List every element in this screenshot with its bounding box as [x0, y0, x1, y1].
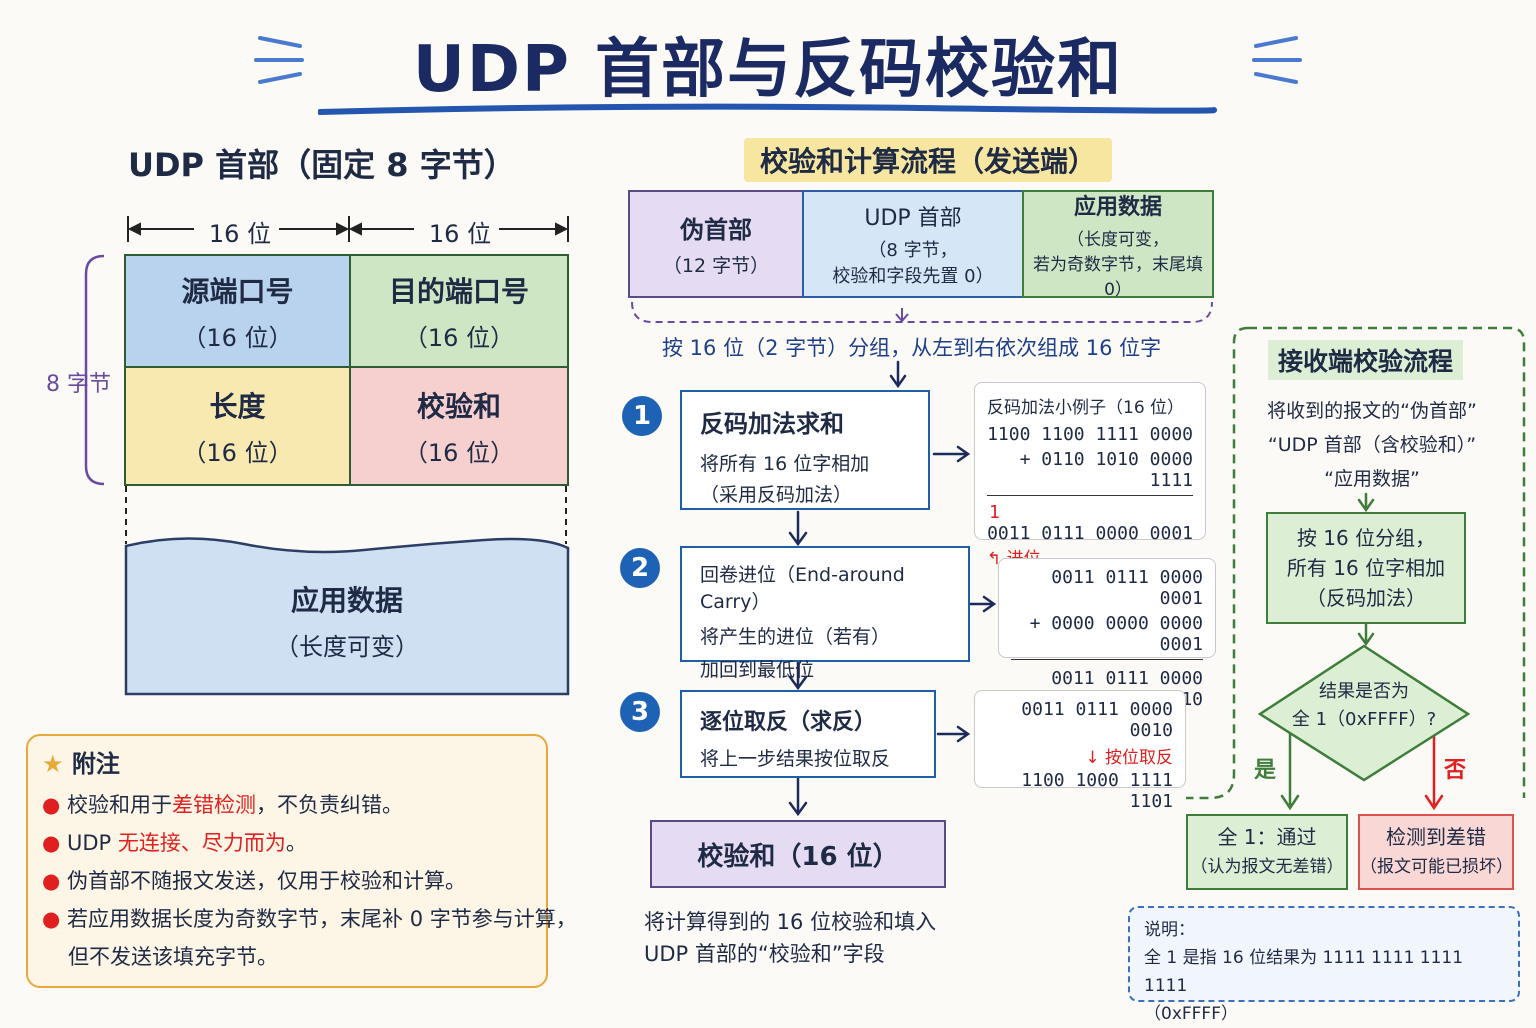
bullet-icon: ●: [42, 831, 61, 855]
checksum-result-box: 校验和（16 位）: [650, 820, 946, 888]
field-checksum: 校验和 （16 位）: [349, 366, 569, 486]
receiver-description: 将收到的报文的“伪首部” “UDP 首部（含校验和）” “应用数据”: [1267, 400, 1477, 490]
step-3-box: 逐位取反（求反） 将上一步结果按位取反: [680, 690, 936, 778]
field-size: （16 位）: [182, 323, 293, 352]
step-number-1: 1: [622, 396, 662, 436]
page-title: UDP 首部与反码校验和: [412, 33, 1124, 107]
note-item: ● 若应用数据长度为奇数字节，末尾补 0 字节参与计算，: [42, 907, 577, 931]
flow-title: 校验和计算流程（发送端）: [744, 138, 1113, 182]
group-brace: [631, 301, 1213, 323]
note-item: ● 校验和用于差错检测，不负责纠错。: [42, 793, 404, 817]
field-size: （长度可变）: [275, 632, 419, 661]
notes-panel: [26, 734, 548, 988]
title-deco-right: [1252, 36, 1302, 84]
step-2-box: 回卷进位（End-around Carry） 将产生的进位（若有） 加回到最低位: [680, 546, 970, 681]
field-name: 目的端口号: [388, 274, 529, 308]
width-label-left: 16 位: [208, 220, 272, 248]
explain-title: 说明：: [1144, 920, 1195, 940]
star-icon: ★: [42, 750, 64, 778]
receiver-title: 接收端校验流程: [1268, 340, 1464, 380]
step-number-2: 2: [620, 548, 660, 588]
field-name: 校验和: [416, 389, 501, 423]
example-2: 0011 0111 0000 0001 + 0000 0000 0000 000…: [998, 558, 1216, 710]
title-underline: [318, 103, 1218, 115]
decision-no-label: 否: [1444, 758, 1467, 783]
receiver-sum-box: 按 16 位分组， 所有 16 位字相加 （反码加法）: [1266, 512, 1466, 624]
group-label: 按 16 位（2 字节）分组，从左到右依次组成 16 位字: [662, 336, 1162, 360]
explain-line-2: （0xFFFF）: [1144, 1004, 1238, 1024]
step-1-box: 反码加法求和 将所有 16 位字相加 （采用反码加法）: [680, 390, 930, 510]
result-note-2: UDP 首部的“校验和”字段: [644, 942, 885, 966]
notes-title: 附注: [71, 750, 120, 778]
height-label: 8 字节: [46, 372, 111, 397]
field-length: 长度 （16 位）: [124, 366, 351, 486]
width-label-right: 16 位: [428, 220, 492, 248]
note-item: ● 伪首部不随报文发送，仅用于校验和计算。: [42, 869, 467, 893]
fail-box: 检测到差错 （报文可能已损坏）: [1358, 814, 1514, 890]
explain-line-1: 全 1 是指 16 位结果为 1111 1111 1111 1111: [1144, 948, 1464, 996]
field-size: （16 位）: [403, 438, 515, 467]
bullet-icon: ●: [42, 793, 61, 817]
field-name: 源端口号: [181, 274, 294, 308]
notes-list: ● 校验和用于差错检测，不负责纠错。 ● UDP 无连接、尽力而为。 ● 伪首部…: [42, 786, 577, 976]
bullet-icon: ●: [42, 869, 61, 893]
note-item: 但不发送该填充字节。: [68, 945, 278, 969]
example-3: 0011 0111 0000 0010 ↓ 按位取反 1100 1000 111…: [974, 690, 1186, 812]
notes-header: ★ 附注: [42, 744, 120, 779]
field-name: 应用数据: [290, 583, 403, 617]
step-number-3: 3: [620, 692, 660, 732]
app-data-shape: [124, 537, 570, 696]
example-1: 反码加法小例子（16 位） 1100 1100 1111 0000 + 0110…: [974, 382, 1206, 569]
decision-text: 结果是否为 全 1（0xFFFF）?: [1291, 681, 1437, 730]
data-connector: [125, 486, 567, 544]
width-dimension: [127, 216, 569, 242]
note-item: ● UDP 无连接、尽力而为。: [42, 831, 307, 855]
field-size: （16 位）: [403, 323, 515, 352]
result-note-1: 将计算得到的 16 位校验和填入: [644, 910, 937, 934]
receiver-panel-border: [1186, 326, 1526, 800]
title-deco-left: [254, 36, 304, 84]
header-section-title: UDP 首部（固定 8 字节）: [128, 146, 516, 184]
field-app-data: 应用数据 （长度可变）: [124, 560, 570, 680]
field-name: 长度: [209, 389, 266, 423]
pass-box: 全 1：通过 （认为报文无差错）: [1186, 814, 1348, 890]
explain-panel: 说明： 全 1 是指 16 位结果为 1111 1111 1111 1111 （…: [1128, 906, 1520, 1024]
bullet-icon: ●: [42, 907, 61, 931]
decision-yes-label: 是: [1254, 758, 1277, 783]
field-size: （16 位）: [182, 438, 293, 467]
input-app-data: 应用数据 （长度可变， 若为奇数字节，末尾填0）: [1022, 190, 1214, 300]
height-bracket: [84, 254, 105, 486]
field-source-port: 源端口号 （16 位）: [124, 254, 351, 368]
input-pseudo-header: 伪首部 （12 字节）: [628, 190, 804, 298]
